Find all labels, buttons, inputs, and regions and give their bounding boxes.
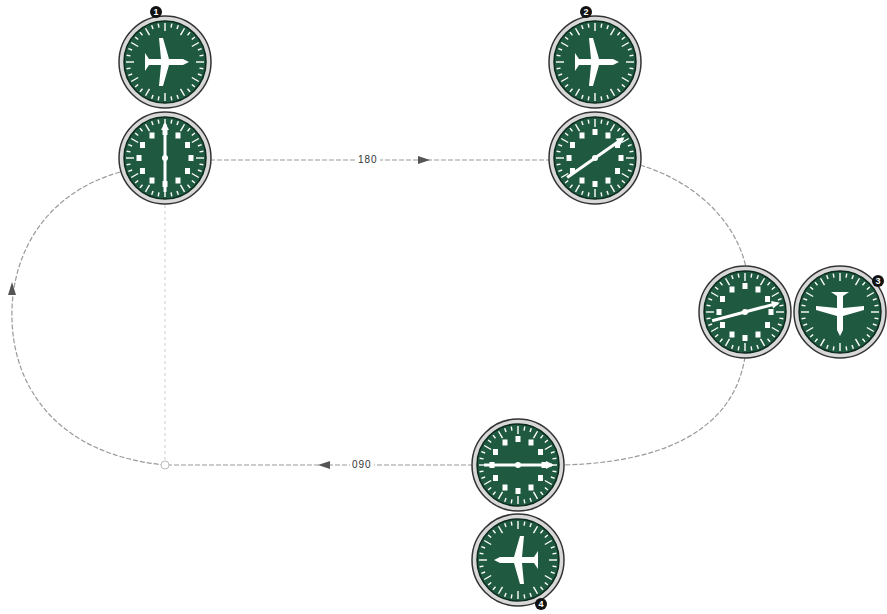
heading-label: 180: [356, 154, 380, 166]
direction-arrow: [418, 156, 430, 164]
outbound-leg: [210, 159, 550, 160]
callout-number: 3: [872, 275, 884, 287]
callout-number: 4: [535, 598, 547, 610]
callout-number: 2: [580, 6, 592, 18]
outbound-turn: [563, 357, 745, 465]
attitude-indicator: [794, 266, 886, 358]
direction-arrow: [318, 461, 330, 469]
callout-number: 1: [150, 6, 162, 18]
inbound-turn: [12, 172, 165, 465]
course-line: [165, 205, 166, 460]
attitude-indicator: [549, 16, 641, 108]
heading-label: 090: [350, 459, 374, 471]
heading-indicator: [549, 112, 641, 204]
direction-arrow: [8, 282, 16, 295]
attitude-indicator: [119, 16, 211, 108]
fix-point: [161, 461, 169, 469]
heading-indicator: [699, 266, 791, 358]
attitude-indicator: [472, 514, 564, 606]
heading-indicator: [119, 112, 211, 204]
heading-indicator: [472, 419, 564, 511]
